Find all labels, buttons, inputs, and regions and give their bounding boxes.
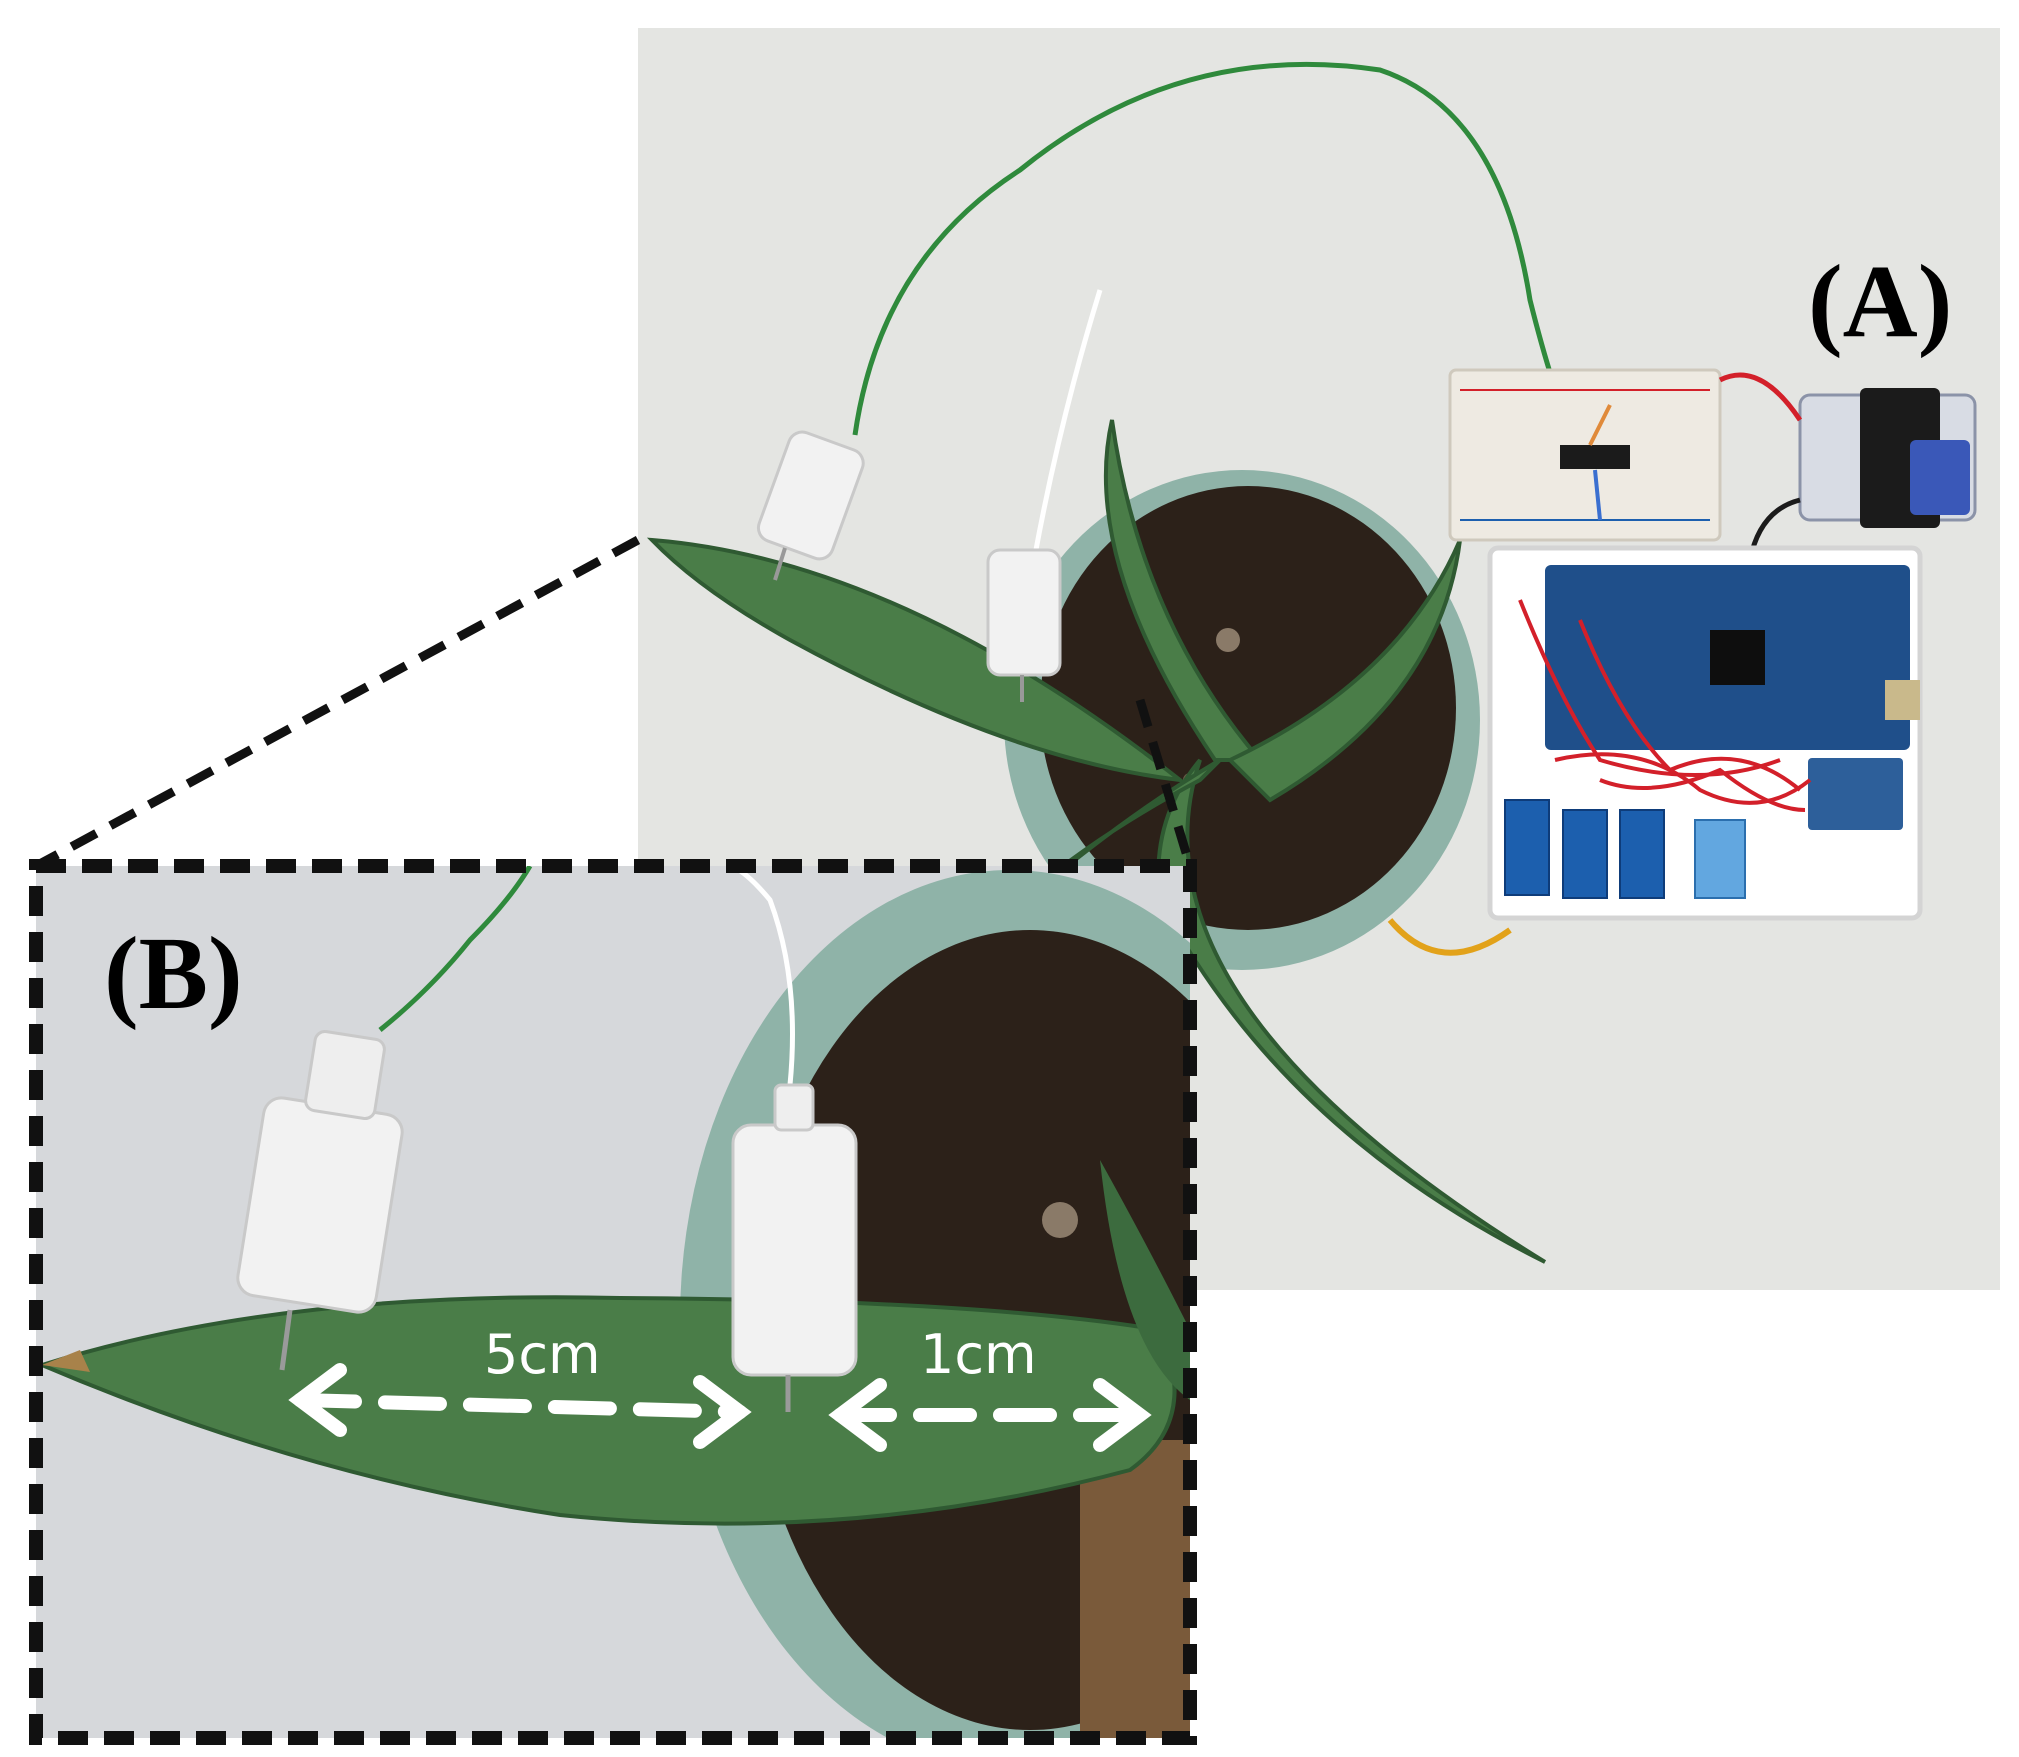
panel-b-frame [29,859,1197,1745]
ic-chip [1560,445,1630,469]
probe-wire-green [852,61,1573,436]
zoom-probe-1 [236,1029,404,1371]
breadboard [1448,368,1722,542]
panel-label-a: (A) [1808,244,1953,359]
zoom-guide-bottom [1135,698,1195,868]
sd-module [1808,758,1903,830]
zoom-guide-top [33,536,641,870]
zoom-probe-2 [731,1083,858,1412]
probe-2 [986,548,1062,702]
enclosure [1487,545,1923,921]
distance-label-1cm: 1cm [920,1323,1037,1386]
zoom-wire-white [729,866,795,1086]
distance-label-5cm: 5cm [484,1323,601,1386]
dht-sensor [1694,819,1746,899]
jumper-wires-red [1518,599,1812,812]
probe-1 [756,430,865,581]
aloe-plant [646,419,1547,1264]
zoom-wire-green [378,866,533,1032]
battery-wire-red [1718,372,1803,422]
arrow-1cm [828,1378,1152,1452]
sensor-cable [1387,918,1512,956]
panel-b-photo [36,866,1190,1738]
probe-wire-white [1032,289,1103,556]
panel-label-b: (B) [104,916,243,1031]
sensor-modules [1504,799,1665,899]
battery [1798,388,1977,528]
arrow-5cm [288,1363,752,1449]
